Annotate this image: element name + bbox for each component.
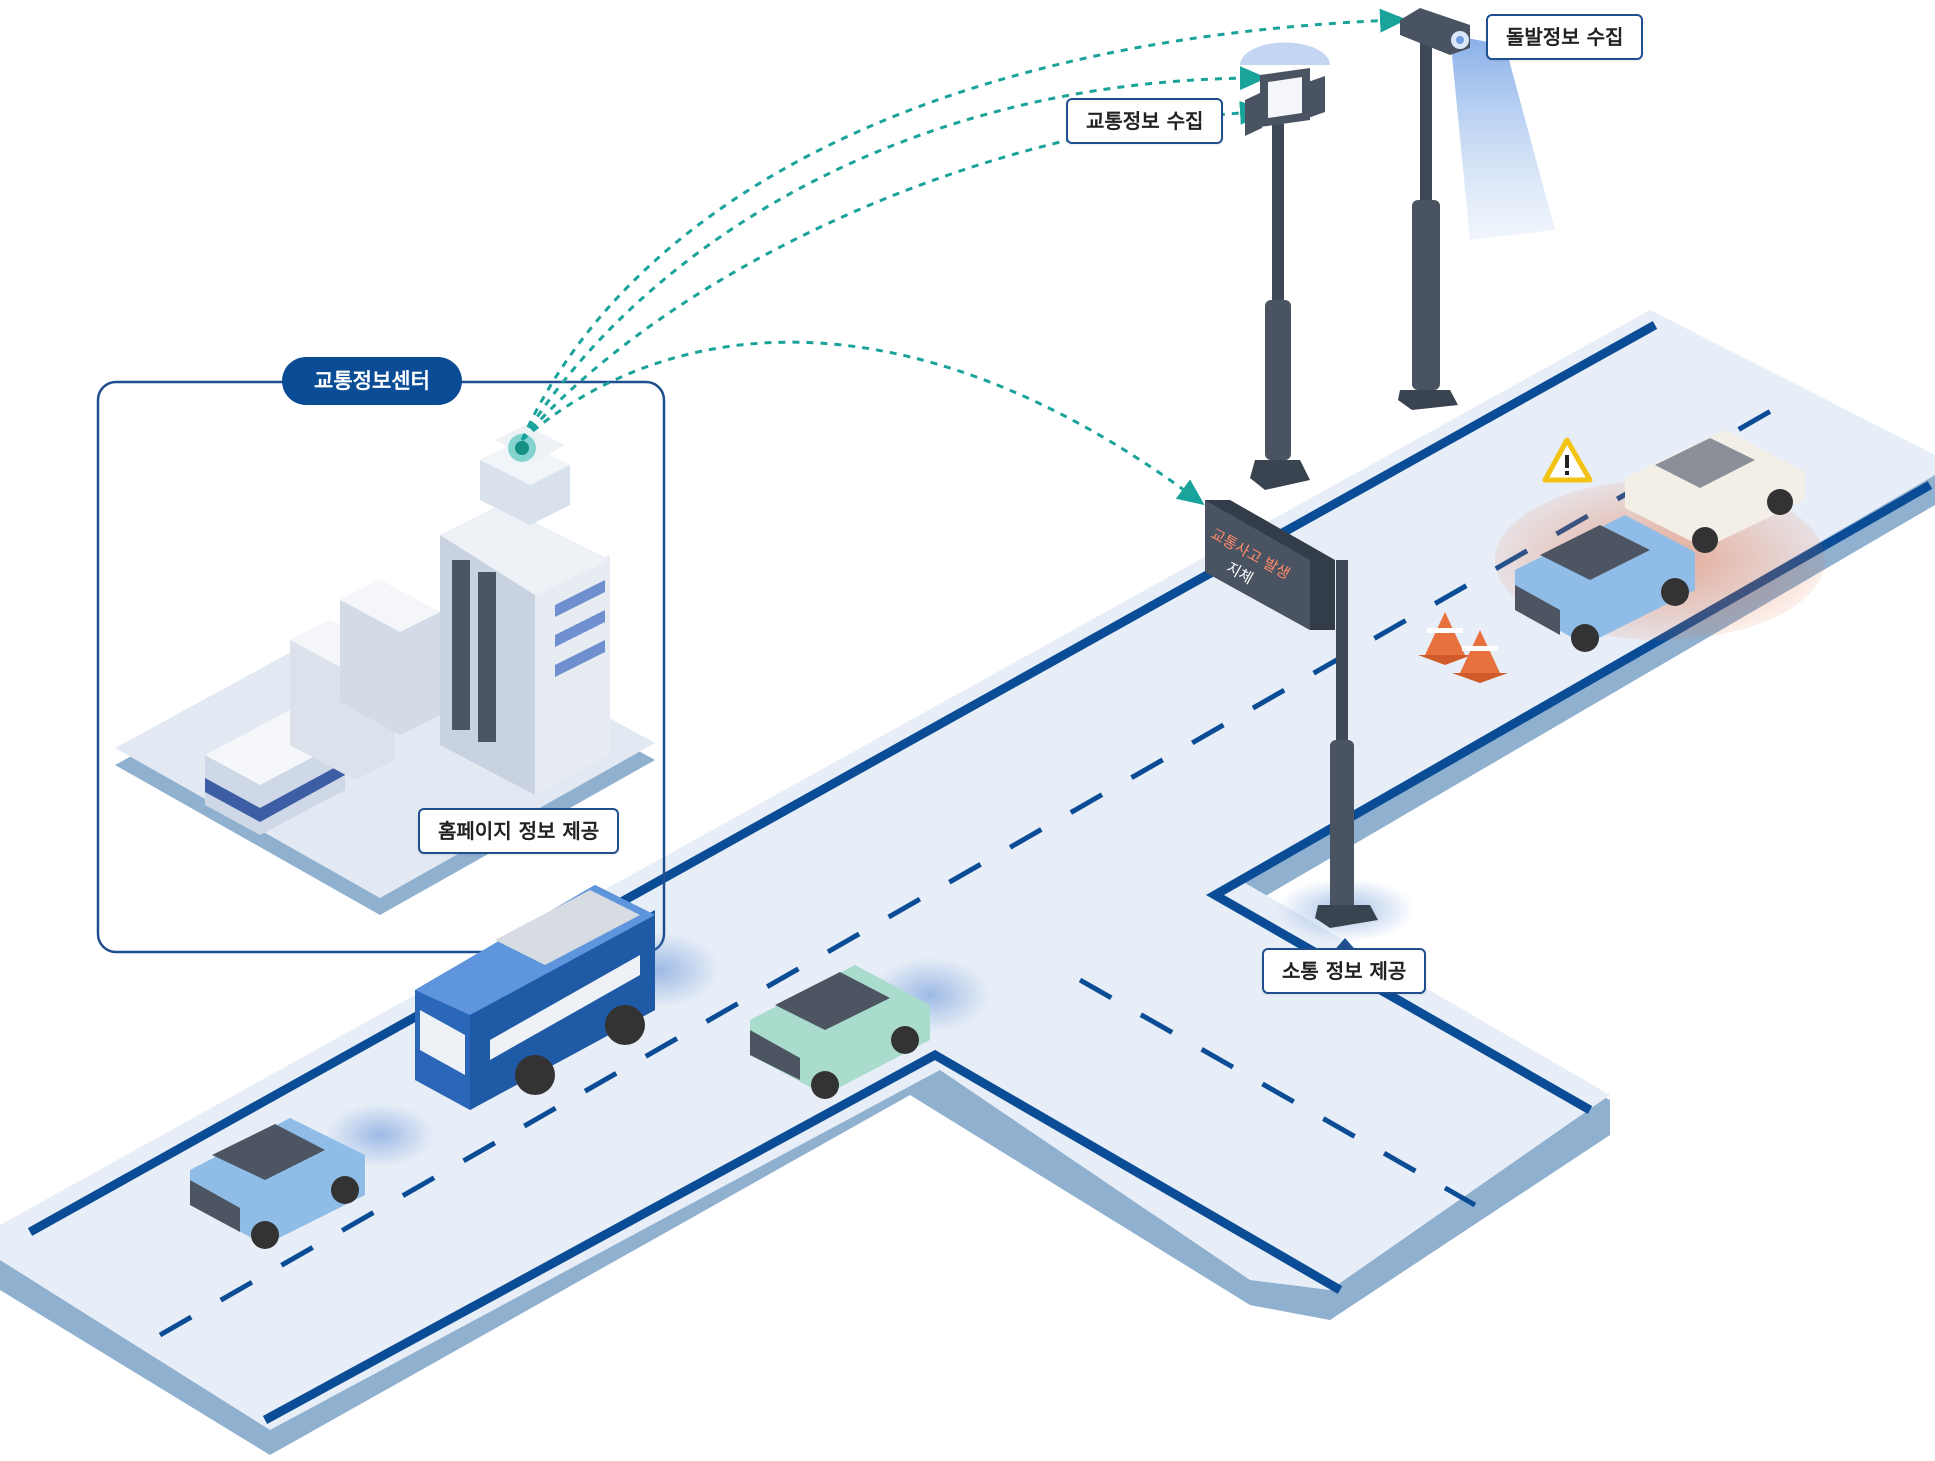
mint-car [750,957,990,1099]
flow-provide-callout: 소통 정보 제공 [1262,948,1427,994]
center-title-pill: 교통정보센터 [282,357,462,405]
homepage-callout: 홈페이지 정보 제공 [418,808,620,854]
accident-zone [1418,430,1825,683]
traffic-sensor-pole [1240,42,1330,490]
road [0,310,1935,1455]
center-platform [115,425,655,915]
traffic-collect-callout: 교통정보 수집 [1066,98,1224,144]
bus [415,885,720,1110]
lightblue-car [190,1103,435,1249]
incident-collect-callout: 돌발정보 수집 [1486,14,1644,60]
cctv-pole [1398,8,1555,410]
vms-pole [1205,500,1415,942]
